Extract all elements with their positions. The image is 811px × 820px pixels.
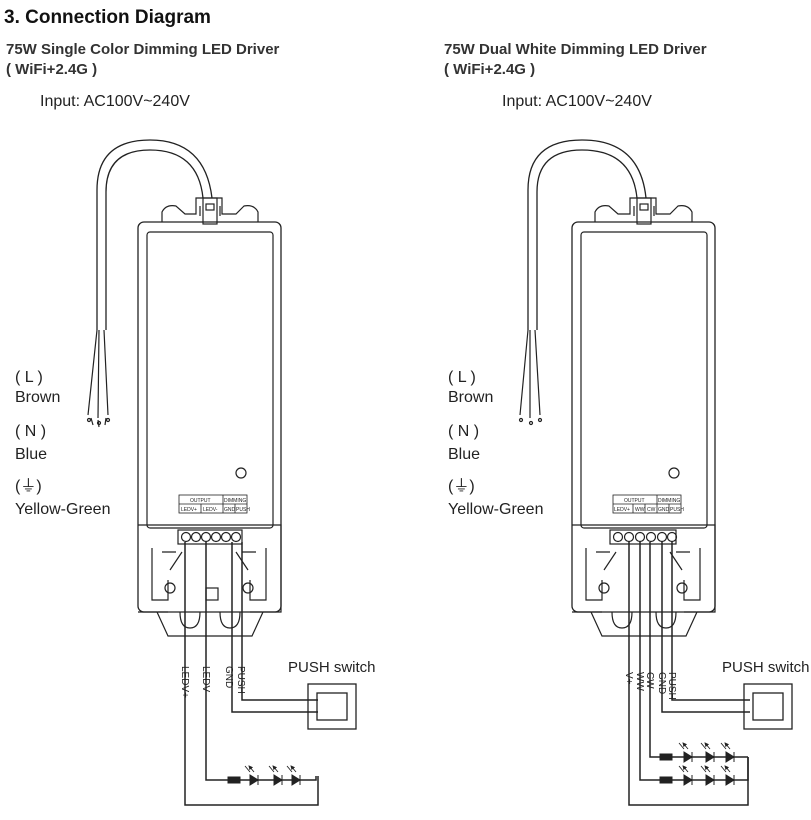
left-terminal-label-box [178,494,248,514]
left-wire-l: ( L ) [15,369,43,386]
right-output-header: OUTPUT [624,498,645,504]
right-wire-label-3: CW [644,672,655,689]
left-driver [86,139,282,637]
right-wire-label-5: PUSH [666,672,677,700]
right-wire-l-name: Brown [448,389,494,406]
right-wire-g-name: Yellow-Green [448,501,544,518]
left-led-3 [291,774,301,786]
left-housing [137,221,282,613]
right-terminal-block [572,524,716,637]
right-term-2: WW [635,507,645,513]
left-wire-label-1: LEDV+ [179,666,190,698]
left-wire-n-name: Blue [15,446,48,463]
left-housing-face [146,231,274,529]
right-led-strings [659,743,735,786]
right-title: 75W Dual White Dimming LED Driver [444,41,707,58]
right-input-cable [518,139,647,426]
right-status-led [668,467,680,479]
left-terminal-block [138,524,282,637]
right-top-clip [594,197,693,225]
left-push-switch [307,683,357,730]
right-subtitle: ( WiFi+2.4G ) [444,61,536,78]
right-terminal-label-box [612,494,682,514]
right-wire-l: ( L ) [448,369,476,386]
left-wire-label-2: LEDV- [200,666,211,695]
left-wire-g-name: Yellow-Green [15,501,111,518]
right-wire-label-2: WW [634,672,645,691]
right-output-wires [628,542,750,806]
left-led-resistor [227,776,241,784]
right-wire-labels: V+ WW CW GND PUSH [623,672,677,700]
right-housing [571,221,716,613]
left-wire-g: (⏚) [15,478,42,495]
left-term-4: PUSH [236,507,250,513]
left-terminal-screws [180,531,242,543]
right-terminal-texts: OUTPUT DIMMING LEDV+ WW CW GND PUSH [614,498,684,513]
right-led-resistor-ww [659,776,673,784]
left-push-switch-label: PUSH switch [288,659,376,676]
right-wire-label-1: V+ [623,672,634,685]
left-wire-label-3: GND [223,666,234,688]
left-wire-n: ( N ) [15,423,47,440]
right-wire-label-4: GND [656,672,667,694]
right-wire-n: ( N ) [448,423,480,440]
right-dimming-header: DIMMING [658,498,680,504]
right-term-5: PUSH [670,507,684,513]
left-wire-l-name: Brown [15,389,61,406]
right-input-label: Input: AC100V~240V [502,93,652,110]
right-term-1: LEDV+ [614,507,630,513]
right-wire-g: (⏚) [448,478,475,495]
left-led-string [227,766,301,786]
left-led-2 [273,774,283,786]
left-output-header: OUTPUT [190,498,211,504]
right-push-switch [743,683,793,730]
right-term-4: GND [658,507,670,513]
left-led-1 [249,774,259,786]
left-term-1: LEDV+ [181,507,197,513]
left-terminal-texts: OUTPUT DIMMING LEDV+ LEDV- GND PUSH [181,498,250,513]
left-term-3: GND [224,507,236,513]
left-status-led [235,467,247,479]
left-top-clip [161,197,259,225]
section-title: 3. Connection Diagram [4,7,211,28]
left-wire-labels: LEDV+ LEDV- GND PUSH [179,666,246,698]
left-wire-label-4: PUSH [235,666,246,694]
right-term-3: CW [647,507,656,513]
right-driver [518,139,716,637]
left-dimming-header: DIMMING [224,498,246,504]
right-housing-face [580,231,708,529]
right-terminal-screws [612,531,678,543]
left-term-2: LEDV- [203,507,218,513]
right-push-switch-label: PUSH switch [722,659,810,676]
left-subtitle: ( WiFi+2.4G ) [6,61,98,78]
right-led-resistor-cw [659,753,673,761]
left-title: 75W Single Color Dimming LED Driver [6,41,280,58]
left-input-cable [86,139,213,428]
left-input-label: Input: AC100V~240V [40,93,190,110]
right-wire-n-name: Blue [448,446,481,463]
